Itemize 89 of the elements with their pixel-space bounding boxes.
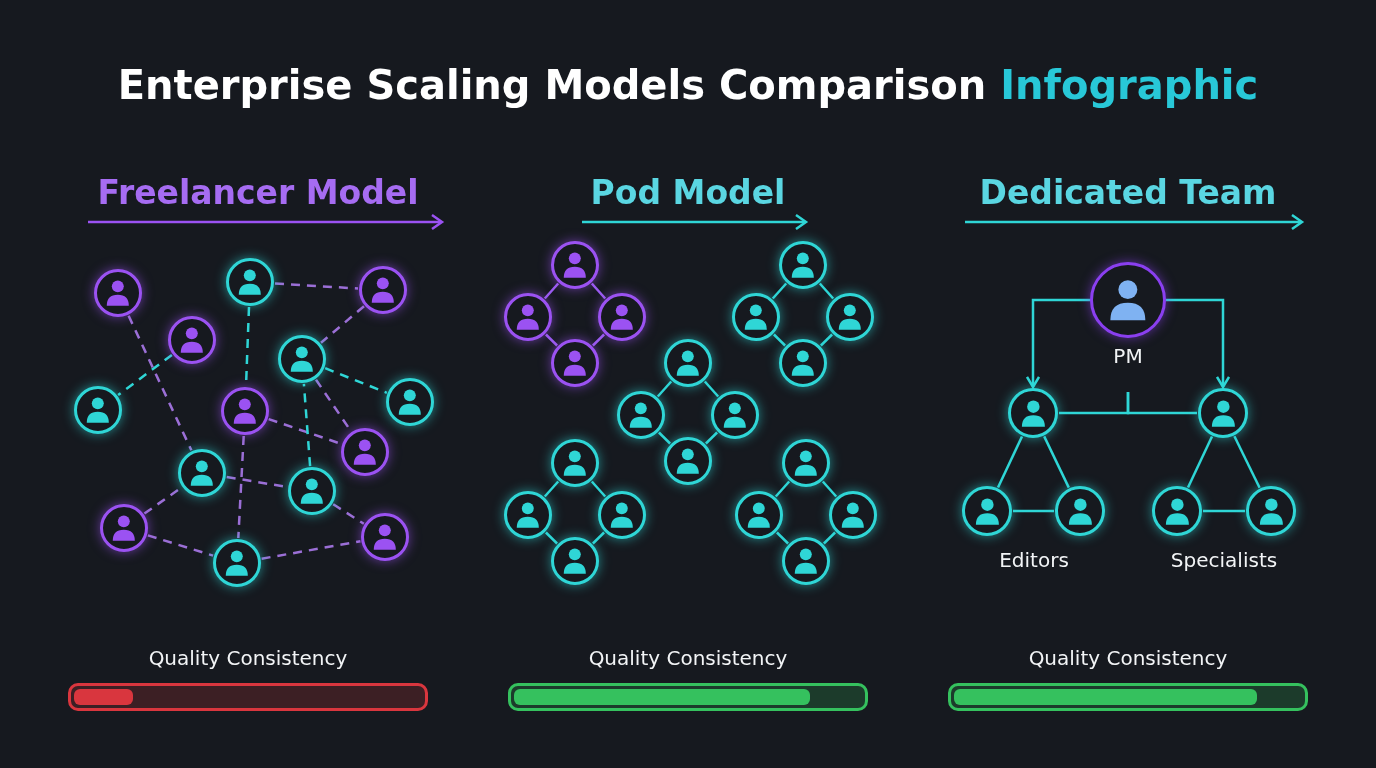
group-label: Editors xyxy=(999,548,1069,572)
avatar-circle xyxy=(94,269,142,317)
connector-line xyxy=(818,282,835,300)
avatar-circle xyxy=(617,391,665,439)
connector-line xyxy=(543,480,560,498)
connector-line xyxy=(590,480,607,498)
avatar-circle xyxy=(551,241,599,289)
connector-line xyxy=(261,540,361,560)
avatar-circle xyxy=(341,428,389,476)
avatar-circle xyxy=(361,513,409,561)
section-heading: Pod Model xyxy=(590,172,786,212)
avatar-circle xyxy=(1055,486,1105,536)
connector-line xyxy=(545,531,558,545)
connector-line xyxy=(592,531,605,545)
avatar-circle xyxy=(1246,486,1296,536)
connector-line xyxy=(117,353,173,397)
avatar-circle xyxy=(74,386,122,434)
connector-line xyxy=(324,367,388,394)
connector-line xyxy=(1203,509,1245,513)
connector-line xyxy=(590,282,607,300)
connector-line xyxy=(703,380,720,398)
avatar-circle xyxy=(735,491,783,539)
connector-line xyxy=(656,380,673,398)
connector-line xyxy=(658,431,671,445)
avatar-circle xyxy=(664,437,712,485)
avatar-circle xyxy=(664,339,712,387)
role-label: PM xyxy=(1113,344,1143,368)
avatar-circle xyxy=(1008,388,1058,438)
avatar-circle xyxy=(1152,486,1202,536)
avatar-circle xyxy=(962,486,1012,536)
arrow xyxy=(1166,298,1231,389)
avatar-circle xyxy=(711,391,759,439)
connector-line xyxy=(545,333,558,347)
connector-line xyxy=(996,435,1024,489)
connector-line xyxy=(774,480,791,498)
connector-line xyxy=(820,333,833,347)
connector-line xyxy=(1233,435,1261,489)
avatar-circle xyxy=(732,293,780,341)
connector-line xyxy=(302,383,312,467)
group-label: Specialists xyxy=(1170,548,1278,572)
connector-line xyxy=(127,315,193,451)
avatar-circle xyxy=(598,293,646,341)
metric-label: Quality Consistency xyxy=(588,646,788,670)
connector-line xyxy=(776,531,789,545)
connector-line xyxy=(771,282,788,300)
connector-line xyxy=(320,305,365,344)
connector-line xyxy=(773,333,786,347)
avatar-circle xyxy=(782,439,830,487)
avatar-circle xyxy=(226,258,274,306)
connector-line xyxy=(821,480,838,498)
avatar-circle xyxy=(551,537,599,585)
avatar-circle xyxy=(829,491,877,539)
avatar-circle xyxy=(504,293,552,341)
avatar-circle xyxy=(779,241,827,289)
avatar-circle xyxy=(178,449,226,497)
arrow xyxy=(1025,298,1090,389)
avatar-circle xyxy=(278,335,326,383)
metric-label: Quality Consistency xyxy=(148,646,348,670)
connector-line xyxy=(274,282,359,290)
avatar-circle xyxy=(221,387,269,435)
connector-line xyxy=(1126,392,1197,415)
connector-line xyxy=(705,431,718,445)
connector-line xyxy=(237,435,245,539)
avatar-circle xyxy=(288,467,336,515)
section-heading: Freelancer Model xyxy=(97,172,419,212)
avatar-circle xyxy=(359,266,407,314)
section-heading: Dedicated Team xyxy=(979,172,1277,212)
avatar-circle xyxy=(100,504,148,552)
avatar-circle xyxy=(598,491,646,539)
connector-line xyxy=(1186,435,1214,489)
avatar-circle xyxy=(551,439,599,487)
avatar-circle xyxy=(551,339,599,387)
avatar-circle xyxy=(1198,388,1248,438)
avatar-circle xyxy=(826,293,874,341)
avatar-circle xyxy=(168,316,216,364)
connector-line xyxy=(592,333,605,347)
connector-line xyxy=(1013,509,1054,513)
connector-line xyxy=(543,282,560,300)
metric-label: Quality Consistency xyxy=(1028,646,1228,670)
avatar-circle xyxy=(504,491,552,539)
avatar-circle xyxy=(386,378,434,426)
avatar-circle xyxy=(213,539,261,587)
connector-line xyxy=(332,503,365,525)
avatar-circle xyxy=(782,537,830,585)
avatar-circle xyxy=(779,339,827,387)
connector-line xyxy=(147,534,214,557)
connector-line xyxy=(823,531,836,545)
title: Enterprise Scaling Models Comparison Infographic xyxy=(116,62,1260,108)
connector-line xyxy=(1043,435,1070,489)
